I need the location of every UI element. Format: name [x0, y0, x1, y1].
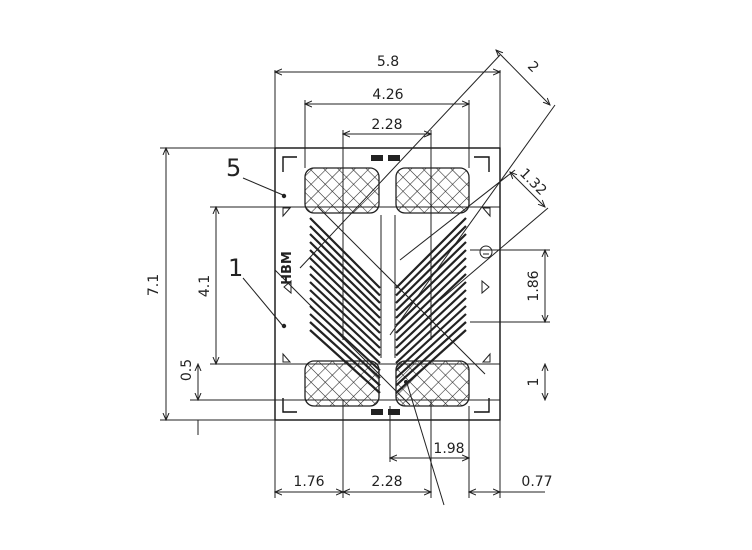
grid-strip: [309, 257, 381, 327]
grid-strip: [309, 265, 381, 334]
dim-bottom-right: 0.77: [521, 474, 552, 490]
dim-pad-height: 1.86: [526, 270, 542, 301]
dim-bottom-center: 2.28: [371, 474, 402, 490]
grid-strip: [309, 273, 381, 342]
callout-5: 5: [226, 154, 241, 182]
callout-1: 1: [228, 254, 243, 282]
dim-bottom-left: 1.76: [293, 474, 324, 490]
grid-strip: [309, 297, 381, 364]
dim-grid-height: 4.1: [197, 275, 213, 297]
grid-strip: [395, 313, 467, 379]
solder-pads: [304, 167, 470, 407]
grid-strip: [309, 249, 381, 319]
dimension-lines: [160, 50, 556, 506]
carrier-outline: [274, 147, 501, 421]
dim-bottom-offset: 0.5: [179, 359, 195, 381]
dim-overall-width: 5.8: [377, 54, 399, 70]
grid-strip: [309, 289, 381, 357]
dim-tab-width: 1.98: [433, 441, 464, 457]
dim-diagonal-2: 2: [524, 58, 542, 76]
grid-strip: [309, 225, 381, 297]
grid-strip: [309, 329, 381, 394]
dim-diagonal-132: 1.32: [516, 165, 549, 198]
dim-pad-gap: 1: [526, 378, 542, 387]
grid-strip: [309, 313, 381, 379]
grid-strip: [395, 321, 467, 387]
dim-overall-height: 7.1: [146, 274, 162, 296]
dim-grid-width: 4.26: [372, 87, 403, 103]
grid-strip: [309, 281, 381, 349]
grid-strip: [309, 217, 381, 289]
logo-mark-icon: [479, 245, 493, 259]
logo-text: HBM: [280, 251, 295, 285]
dim-inner-width: 2.28: [371, 117, 402, 133]
grid-strip: [309, 241, 381, 312]
dimension-labels: 5.8 4.26 2.28 2 1.32 7.1 4.1 0.5 1.86 1 …: [146, 54, 553, 490]
grid-strip: [309, 321, 381, 387]
